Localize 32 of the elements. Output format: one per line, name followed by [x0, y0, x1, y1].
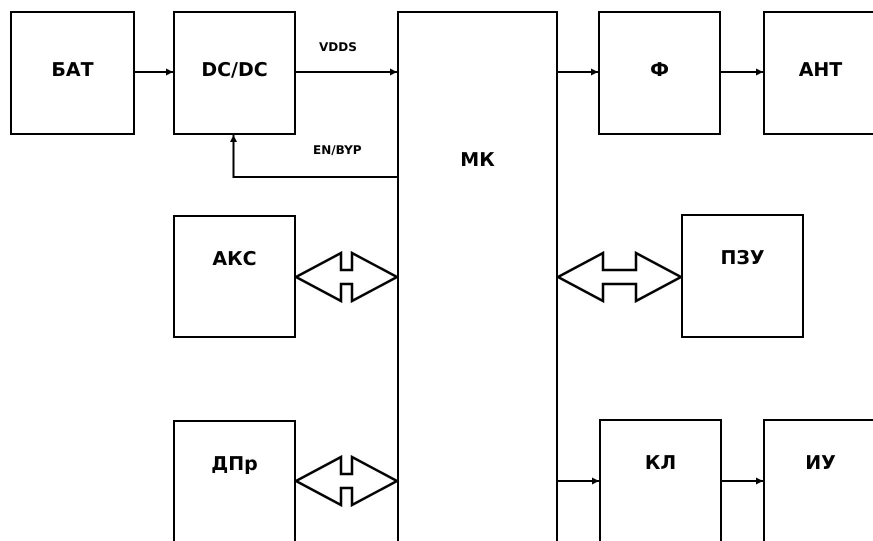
block-box	[763, 419, 873, 541]
bus-arrow	[293, 454, 400, 508]
edge-label: EN/BYP	[312, 143, 363, 157]
block-box	[681, 214, 804, 338]
block-label: МК	[459, 149, 496, 171]
block-box	[173, 420, 296, 541]
block-label: ИУ	[804, 452, 837, 474]
bus-arrow	[555, 250, 684, 304]
block-box	[599, 419, 722, 541]
block-box	[763, 11, 873, 135]
arrow	[722, 478, 763, 484]
block-label: Ф	[649, 59, 670, 81]
block-label: КЛ	[644, 452, 678, 474]
block-label: ДПр	[210, 453, 259, 475]
arrow	[135, 68, 173, 76]
block-label: DC/DC	[200, 59, 269, 81]
edge-label: VDDS	[318, 40, 358, 54]
block-box	[173, 215, 296, 338]
block-box	[397, 11, 558, 541]
bus-arrow	[293, 250, 400, 304]
arrow	[296, 68, 397, 76]
block-label: ПЗУ	[719, 247, 766, 269]
block-label: АКС	[211, 248, 258, 270]
arrow	[558, 68, 598, 76]
block-label: АНТ	[798, 59, 844, 81]
block-label: БАТ	[50, 59, 95, 81]
block-box	[598, 11, 721, 135]
block-box	[173, 11, 296, 135]
block-box	[10, 11, 135, 135]
arrow	[230, 135, 397, 178]
arrow	[558, 478, 599, 484]
arrow	[721, 68, 763, 76]
